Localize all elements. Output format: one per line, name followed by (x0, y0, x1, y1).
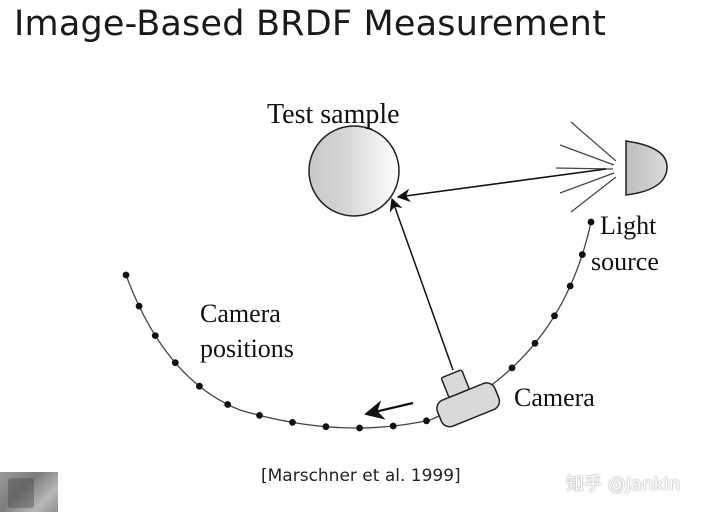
slide-title: Image-Based BRDF Measurement (14, 4, 606, 44)
light-source-label-line1: Light (600, 211, 657, 240)
camera-position-dot (566, 282, 574, 290)
camera-position-dot (151, 332, 159, 339)
camera-position-dot (423, 417, 430, 425)
camera-positions-label-line1: Camera (200, 299, 281, 328)
camera-position-dot (171, 359, 179, 367)
camera-position-dot (322, 423, 330, 431)
watermark: 知乎 @Jankin (566, 474, 681, 495)
camera-position-dot (196, 382, 203, 390)
test-sample-sphere (308, 125, 400, 217)
camera-position-dot (122, 271, 130, 279)
test-sample-label: Test sample (267, 99, 400, 130)
camera-motion-arrow (364, 400, 414, 420)
camera-position-dot (356, 424, 363, 432)
light-to-sample-arrow (396, 168, 607, 203)
camera-position-dot (224, 401, 232, 408)
camera-position-dot (508, 364, 516, 372)
camera-position-dot (578, 251, 586, 258)
camera-positions-label-line2: positions (200, 334, 294, 363)
camera-position-dot (587, 218, 595, 226)
camera-to-sample-arrow (389, 197, 454, 371)
presenter-video-thumbnail (0, 472, 58, 512)
camera-label: Camera (514, 383, 595, 412)
citation: [Marschner et al. 1999] (261, 466, 461, 486)
camera-position-dot (256, 412, 263, 419)
camera-position-dots (122, 218, 595, 432)
camera-position-dot (135, 302, 143, 310)
camera-icon (436, 369, 501, 428)
camera-position-dot (531, 339, 539, 347)
light-source-label-line2: source (591, 247, 659, 276)
light-source-icon (555, 121, 668, 213)
camera-position-dot (389, 422, 397, 430)
camera-position-dot (289, 419, 296, 426)
camera-position-dot (551, 312, 558, 320)
